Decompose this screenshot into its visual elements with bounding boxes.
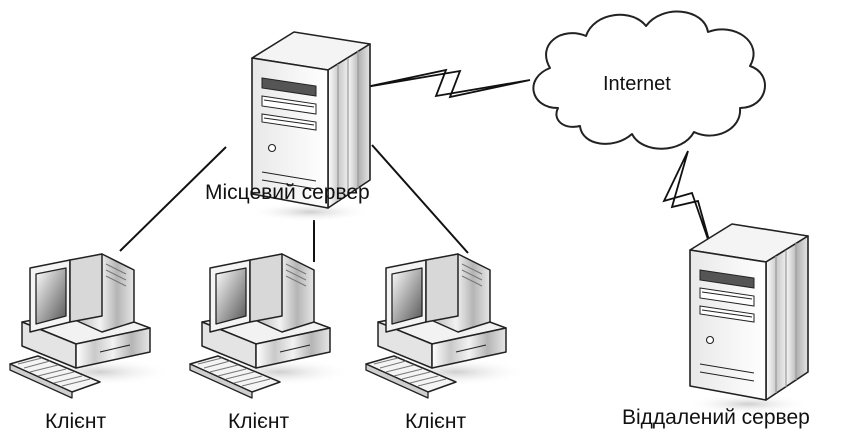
link-internet-remote-lightning	[662, 150, 713, 252]
remote-server-icon	[685, 223, 811, 415]
link-server-client-1	[119, 146, 227, 252]
internet-label: Internet	[603, 73, 671, 95]
remote-server-label: Віддалений сервер	[622, 406, 810, 429]
link-server-internet-lightning	[365, 68, 531, 99]
client-label-3: Клієнт	[405, 410, 467, 433]
client-label-1: Клієнт	[45, 410, 107, 433]
client-computer-icon-3	[365, 253, 529, 399]
client-computer-icon-1	[9, 253, 173, 399]
local-server-label: Місцевий сервер	[205, 181, 370, 204]
client-computer-icon-2	[189, 253, 353, 399]
link-server-client-3	[371, 144, 469, 254]
client-label-2: Клієнт	[228, 410, 290, 433]
